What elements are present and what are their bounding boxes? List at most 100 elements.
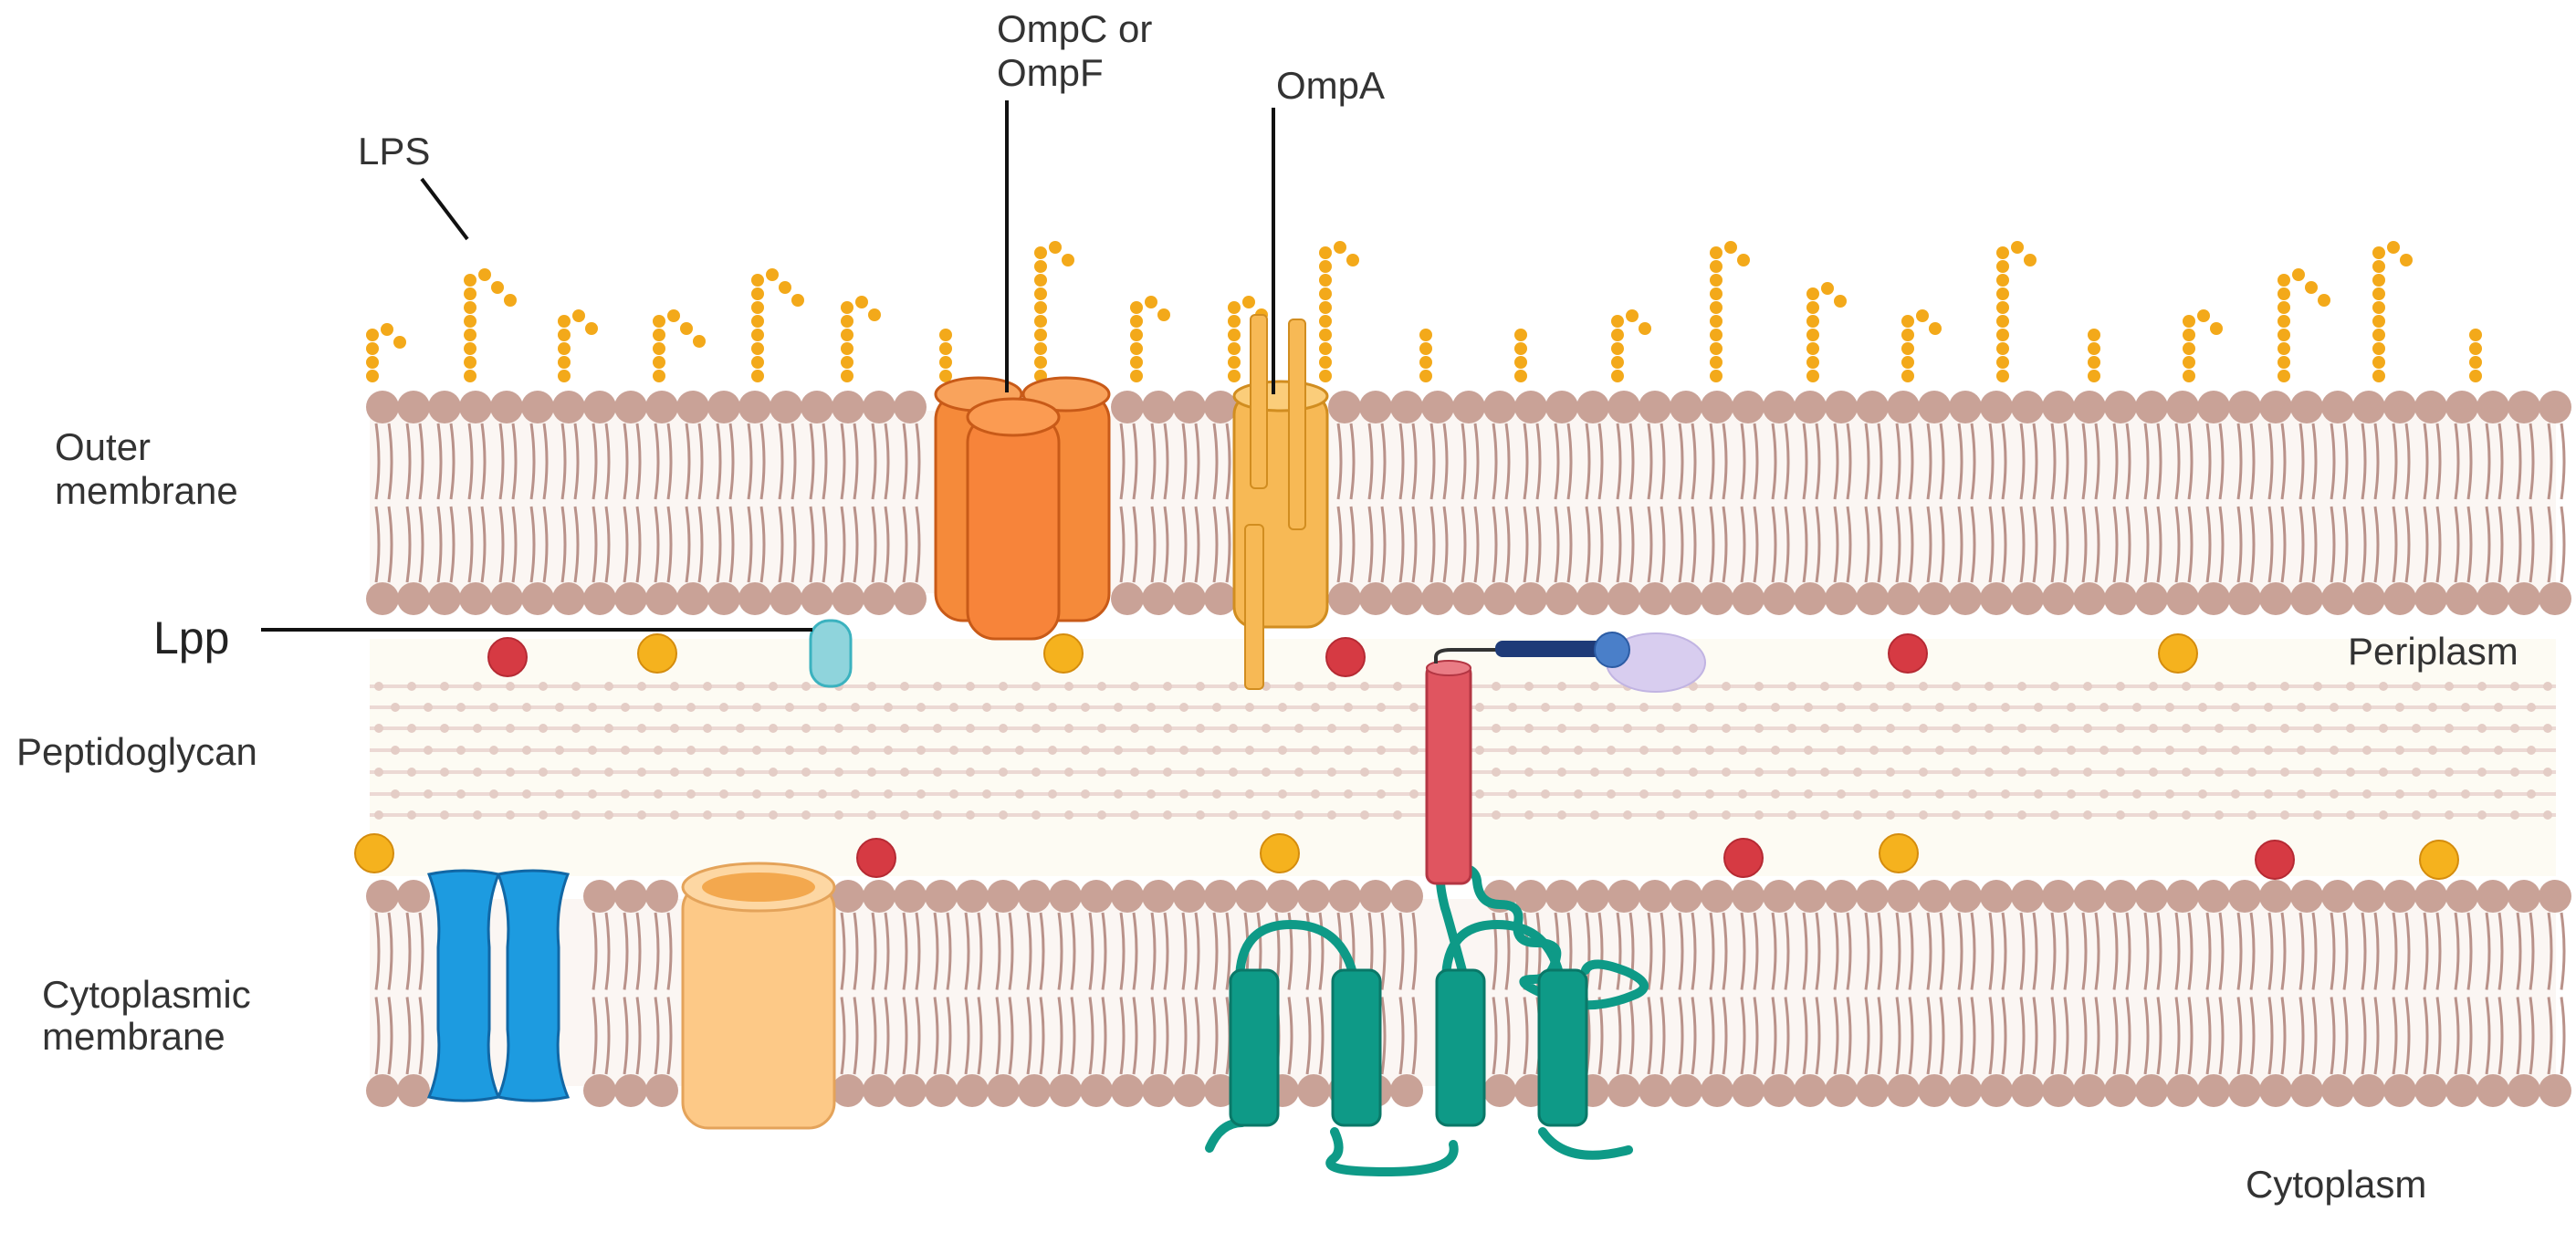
- peptidoglycan-bead: [407, 768, 416, 777]
- peptidoglycan-bead: [1689, 810, 1698, 820]
- lipid-tail: [1740, 423, 1746, 500]
- lipid-head: [521, 391, 554, 423]
- lps-sugar: [1319, 342, 1332, 355]
- lipid-head: [1825, 582, 1858, 615]
- peptidoglycan-bead: [1015, 746, 1024, 755]
- lipid-tail: [542, 506, 549, 583]
- lipid-tail: [1461, 506, 1467, 583]
- peptidoglycan-bead: [1557, 724, 1566, 733]
- peptidoglycan-bead: [916, 789, 926, 799]
- lipid-head: [1794, 391, 1827, 423]
- lipid-tail: [2311, 423, 2318, 500]
- lipid-tail: [2063, 997, 2069, 1075]
- lipid-tail: [1970, 506, 1976, 583]
- lipid-tail: [1442, 506, 1449, 583]
- lipid-tail: [1802, 912, 1808, 990]
- lipid-tail: [2143, 506, 2150, 583]
- lipid-tail: [1194, 997, 1200, 1075]
- lipid-tail: [1660, 423, 1666, 500]
- lipid-head: [645, 880, 678, 913]
- lipid-head: [2321, 1074, 2354, 1107]
- lps-sugar: [464, 301, 476, 314]
- lps-sugar: [1319, 370, 1332, 382]
- peptidoglycan-bead: [1031, 682, 1041, 691]
- lps-sugar: [791, 294, 804, 307]
- lipid-head: [1142, 1074, 1175, 1107]
- lipid-tail: [809, 506, 815, 583]
- lps-sugar: [1228, 301, 1241, 314]
- peptidoglycan-bead: [1919, 810, 1928, 820]
- peptidoglycan-bead: [1984, 724, 1994, 733]
- peptidoglycan-bead: [1623, 810, 1632, 820]
- lipid-head: [614, 1074, 647, 1107]
- lipid-tail: [1318, 997, 1325, 1075]
- lipid-head: [1514, 391, 1547, 423]
- lipid-tail: [542, 423, 549, 500]
- peptidoglycan-bead: [1574, 703, 1583, 712]
- peptidoglycan-bead: [555, 789, 564, 799]
- lipid-tail: [809, 423, 815, 500]
- lipid-head: [583, 391, 616, 423]
- peptidoglycan-bead: [884, 703, 893, 712]
- peptidoglycan-bead: [571, 810, 581, 820]
- lps-sugar: [1710, 370, 1723, 382]
- lipid-tail: [1833, 423, 1839, 500]
- peptidoglycan-bead: [2165, 746, 2174, 755]
- lipid-tail: [1566, 506, 1573, 583]
- lipid-tail: [2019, 997, 2026, 1075]
- peptidoglycan-bead: [2050, 810, 2059, 820]
- lipid-head: [583, 582, 616, 615]
- lipid-head: [2073, 391, 2106, 423]
- lipid-head: [2321, 582, 2354, 615]
- lps-sugar: [1929, 322, 1942, 335]
- lipid-tail: [2311, 506, 2318, 583]
- lipid-head: [863, 1074, 895, 1107]
- lps-sugar: [1806, 356, 1819, 369]
- lipid-tail: [2094, 912, 2100, 990]
- lipid-tail: [1815, 997, 1821, 1075]
- lipid-head: [1607, 582, 1640, 615]
- lipid-tail: [1908, 997, 1914, 1075]
- lipid-tail: [2485, 506, 2491, 583]
- lipid-tail: [2001, 912, 2007, 990]
- lipid-tail: [2205, 997, 2212, 1075]
- lipid-tail: [654, 997, 660, 1075]
- label-peptidoglycan: Peptidoglycan: [16, 730, 257, 773]
- lipid-head: [1142, 582, 1175, 615]
- lps-sugar: [2024, 254, 2037, 266]
- leader-lines: [261, 100, 1275, 632]
- lipid-head: [770, 582, 802, 615]
- lps-sugar: [1130, 329, 1143, 341]
- peptidoglycan-bead: [851, 789, 860, 799]
- lps-sugar: [1737, 254, 1750, 266]
- peptidoglycan-bead: [473, 810, 482, 820]
- lipid-tail: [1349, 506, 1356, 583]
- peptidoglycan-bead: [818, 746, 827, 755]
- peptidoglycan-bead: [1837, 703, 1846, 712]
- lps-sugar: [1228, 342, 1241, 355]
- peptidoglycan-bead: [2346, 724, 2355, 733]
- peptidoglycan-bead: [2165, 789, 2174, 799]
- lipid-tail: [1380, 997, 1387, 1075]
- lipid-tail: [1877, 912, 1883, 990]
- lipid-head: [2042, 391, 2075, 423]
- peptidoglycan-bead: [1475, 703, 1484, 712]
- lipid-tail: [604, 506, 611, 583]
- lipid-tail: [2050, 423, 2057, 500]
- lipid-tail: [2280, 912, 2287, 990]
- lps-sugar: [766, 268, 779, 281]
- lipid-tail: [1181, 506, 1188, 583]
- yellow-particle: [637, 633, 677, 674]
- lipid-tail: [697, 423, 704, 500]
- lipid-tail: [449, 506, 456, 583]
- lipid-tail: [2174, 997, 2181, 1075]
- lipid-head: [2011, 1074, 2044, 1107]
- lipid-tail: [2156, 997, 2162, 1075]
- lipid-head: [1794, 1074, 1827, 1107]
- peptidoglycan-bead: [736, 768, 745, 777]
- peptidoglycan-bead: [489, 746, 498, 755]
- peptidoglycan-bead: [2215, 810, 2224, 820]
- lipid-tail: [2435, 506, 2442, 583]
- lipid-tail: [1473, 506, 1480, 583]
